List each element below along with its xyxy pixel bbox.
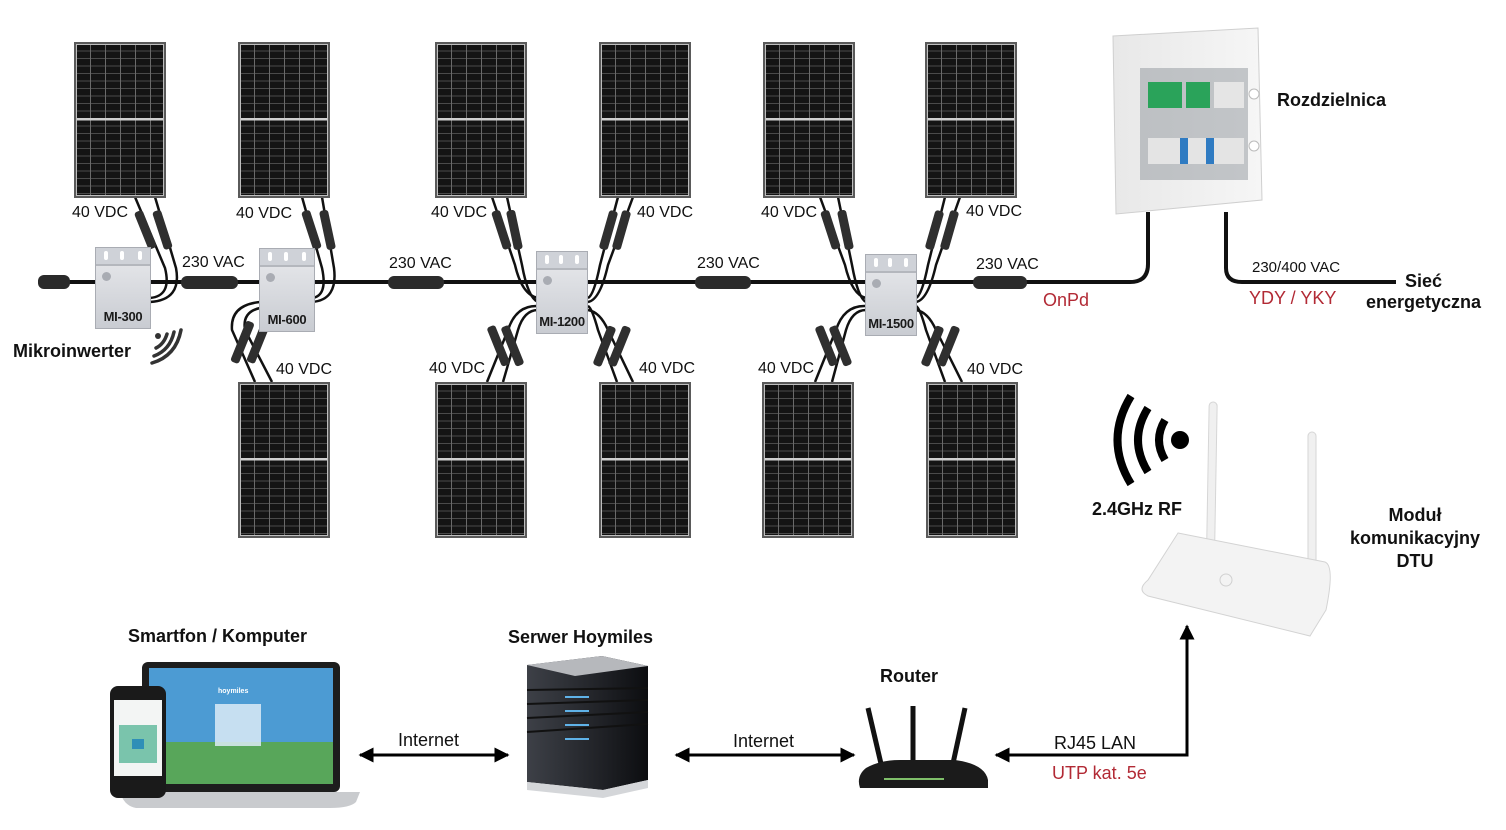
dc-voltage-label: 40 VDC — [276, 361, 333, 378]
lan-link-router-dtu — [994, 624, 1195, 763]
client-devices — [110, 662, 360, 808]
dtu-label-line2: komunikacyjny — [1349, 528, 1481, 548]
solar-panel — [926, 382, 1018, 538]
grid-cable-type: YDY / YKY — [1249, 288, 1337, 308]
ac-end-cap — [38, 275, 70, 289]
inverter-model-label: MI-1200 — [539, 314, 585, 329]
microinverter-mi-1200: MI-1200 — [536, 251, 588, 334]
solar-panel — [599, 42, 691, 198]
router-label: Router — [880, 666, 938, 686]
dc-voltage-label: 40 VDC — [72, 204, 129, 221]
server-label: Serwer Hoymiles — [508, 627, 654, 647]
lan-label: RJ45 LAN — [1054, 733, 1137, 753]
microinverter-caption: Mikroinwerter — [13, 341, 132, 361]
dtu-label-line1: Moduł — [1388, 505, 1442, 525]
router-device — [858, 706, 988, 788]
ac-voltage-label: 230 VAC — [182, 254, 245, 271]
grid-voltage-label: 230/400 VAC — [1252, 259, 1341, 276]
dc-voltage-label: 40 VDC — [637, 204, 694, 221]
dc-voltage-label: 40 VDC — [966, 203, 1023, 220]
microinverter-mi-300: MI-300 — [95, 247, 151, 329]
solar-panel — [238, 42, 330, 198]
solar-panel — [435, 382, 527, 538]
inverter-model-label: MI-300 — [103, 309, 143, 324]
solar-panel — [599, 382, 691, 538]
app-brand-label: hoymiles — [218, 688, 249, 695]
dc-voltage-label: 40 VDC — [431, 204, 488, 221]
dc-voltage-label: 40 VDC — [236, 205, 293, 222]
ac-voltage-label: 230 VAC — [389, 255, 452, 272]
microinverter-mi-1500: MI-1500 — [865, 254, 917, 336]
dc-voltage-label: 40 VDC — [639, 360, 696, 377]
dc-voltage-label: 40 VDC — [758, 360, 815, 377]
feed-cable-type: OnPd — [1043, 290, 1090, 310]
dtu-label-line3: DTU — [1396, 551, 1434, 571]
solar-panel — [763, 42, 855, 198]
dc-voltage-label: 40 VDC — [761, 204, 818, 221]
grid-label-line1: Sieć — [1405, 271, 1443, 291]
dc-voltage-label: 40 VDC — [967, 361, 1024, 378]
solar-panel — [435, 42, 527, 198]
solar-panel — [762, 382, 854, 538]
solar-panel — [238, 382, 330, 538]
ac-voltage-label: 230 VAC — [976, 256, 1039, 273]
inverter-model-label: MI-1500 — [868, 316, 914, 331]
solar-panel — [925, 42, 1017, 198]
inverter-model-label: MI-600 — [267, 312, 307, 327]
wireless-signal-icon — [150, 328, 183, 365]
ac-connectors — [181, 276, 1027, 289]
grid-label-line2: energetyczna — [1366, 292, 1482, 312]
dtu-device — [1141, 401, 1331, 637]
distribution-board — [1112, 27, 1263, 215]
client-label: Smartfon / Komputer — [128, 626, 308, 646]
mc4-connectors — [134, 209, 960, 367]
rf-signal-icon — [1113, 393, 1189, 487]
server-device — [526, 656, 649, 798]
internet-label-server-router: Internet — [733, 731, 795, 751]
lan-cable-type: UTP kat. 5e — [1052, 763, 1147, 783]
distribution-board-label: Rozdzielnica — [1277, 90, 1387, 110]
ac-voltage-label: 230 VAC — [697, 255, 760, 272]
grid-cable — [1224, 212, 1396, 284]
ac-trunk-cable — [40, 212, 1150, 284]
rf-label: 2.4GHz RF — [1092, 499, 1183, 519]
dc-voltage-label: 40 VDC — [429, 360, 486, 377]
internet-label-client-server: Internet — [398, 730, 460, 750]
microinverter-mi-600: MI-600 — [259, 248, 315, 332]
solar-panel — [74, 42, 166, 198]
